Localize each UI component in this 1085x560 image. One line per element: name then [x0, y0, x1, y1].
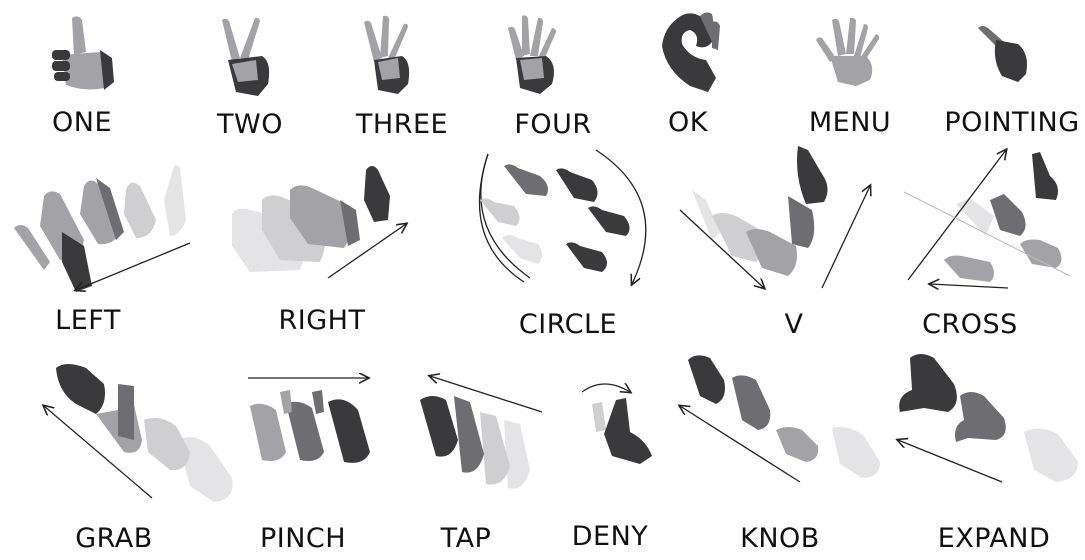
hand-menu-icon	[816, 18, 879, 86]
gesture-label-grab: GRAB	[75, 524, 153, 554]
gesture-label-knob: KNOB	[740, 524, 820, 554]
cross-arrow-left	[930, 284, 1008, 288]
gesture-label-pointing: POINTING	[944, 108, 1079, 138]
hand-v-icon	[692, 146, 828, 276]
gesture-label-tap: TAP	[441, 524, 492, 554]
gesture-label-deny: DENY	[572, 522, 649, 552]
hand-circle-icon	[480, 164, 630, 272]
gesture-label-right: RIGHT	[279, 306, 366, 336]
deny-arc-arrow	[582, 384, 630, 392]
hand-expand-icon	[899, 354, 1078, 482]
hand-one-icon	[52, 16, 114, 90]
hand-pointing-icon	[978, 26, 1027, 82]
gesture-label-left: LEFT	[55, 306, 121, 336]
gesture-label-expand: EXPAND	[938, 524, 1051, 554]
hand-ok-icon	[662, 12, 720, 92]
hand-pinch-icon	[250, 390, 370, 463]
gesture-label-cross: CROSS	[922, 310, 1018, 340]
gesture-label-three: THREE	[356, 110, 448, 140]
hand-deny-icon	[592, 398, 652, 464]
expand-arrow	[898, 440, 1002, 482]
gesture-label-v: V	[785, 310, 804, 340]
gesture-label-menu: MENU	[809, 108, 891, 138]
gesture-label-ok: OK	[668, 108, 708, 138]
gesture-label-four: FOUR	[514, 110, 591, 140]
hand-two-icon	[222, 18, 269, 96]
hand-left-icon	[14, 165, 186, 292]
hand-tap-icon	[420, 396, 530, 489]
hand-knob-icon	[688, 355, 880, 478]
hand-right-icon	[232, 166, 390, 272]
left-arrow	[76, 243, 190, 290]
hand-grab-icon	[56, 364, 233, 502]
gesture-label-circle: CIRCLE	[519, 310, 617, 340]
gesture-label-pinch: PINCH	[260, 524, 346, 554]
hand-four-icon	[508, 15, 556, 94]
hand-three-icon	[364, 16, 409, 94]
v-arrow-up	[822, 186, 870, 288]
gesture-label-two: TWO	[217, 110, 283, 140]
gesture-label-one: ONE	[52, 108, 112, 138]
